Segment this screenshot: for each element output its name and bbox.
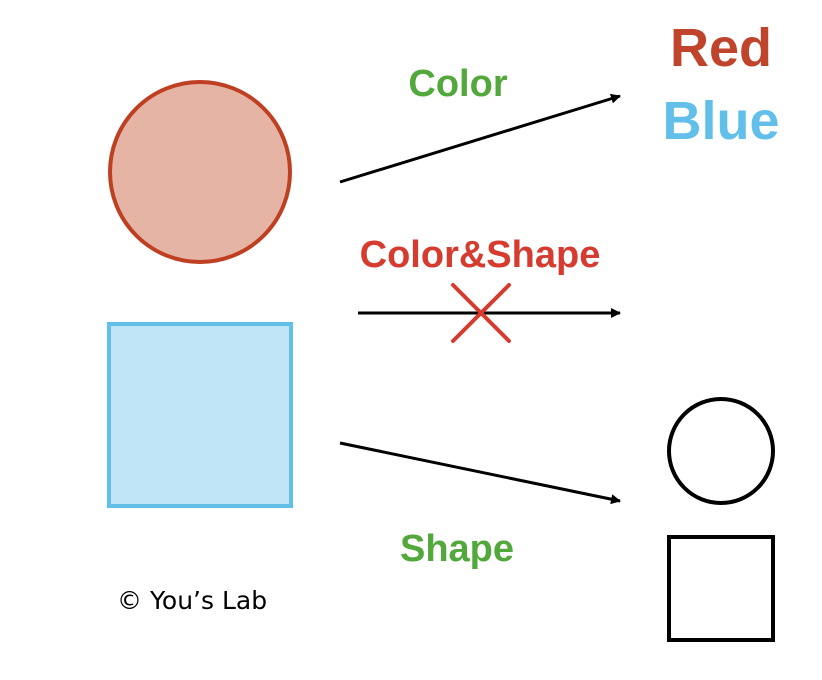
color-arrow <box>339 93 621 184</box>
shape-label: Shape <box>400 528 514 570</box>
shape-arrow <box>339 441 621 505</box>
red-word: Red <box>670 18 772 78</box>
red-circle-shape <box>108 80 292 264</box>
outline-circle-shape <box>667 397 775 505</box>
outline-square-shape <box>667 535 775 642</box>
color-shape-label: Color&Shape <box>360 234 601 276</box>
color-label: Color <box>408 63 507 105</box>
blue-word: Blue <box>662 91 779 151</box>
blue-square-shape <box>107 322 293 508</box>
credit-text: © You’s Lab <box>117 586 267 615</box>
cross-mark <box>451 283 511 343</box>
